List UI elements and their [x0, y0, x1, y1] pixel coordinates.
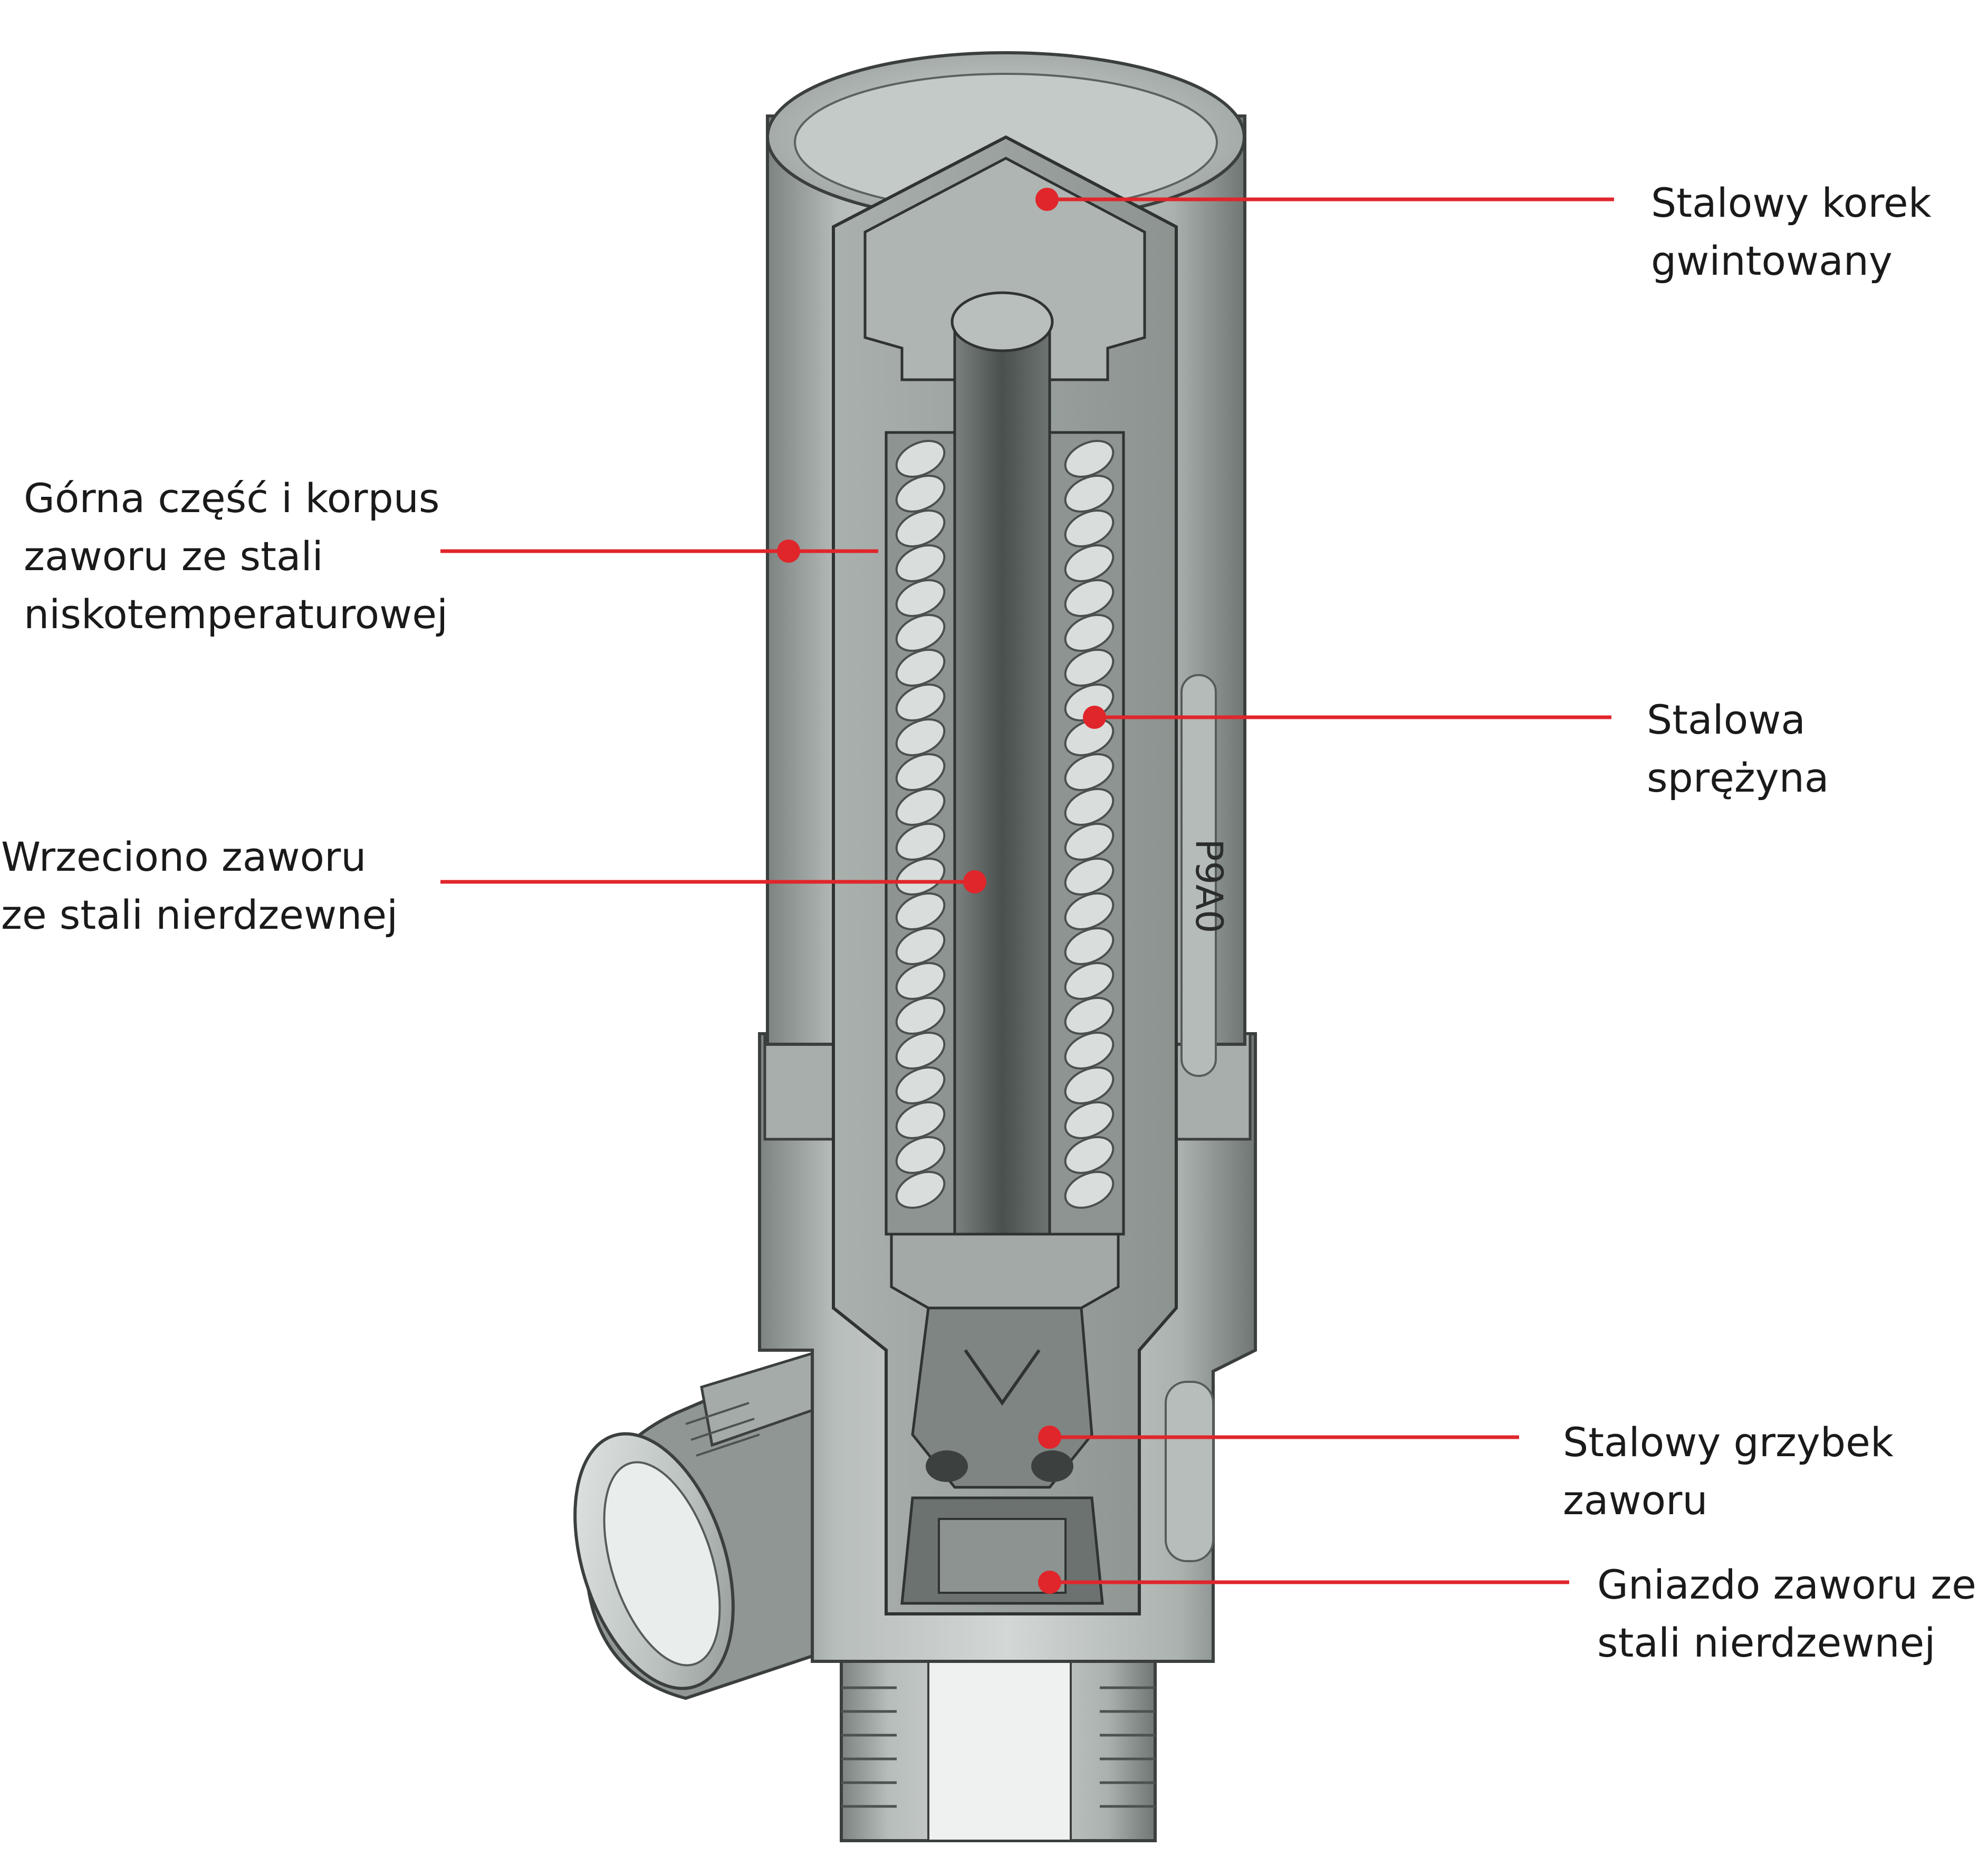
spring-coil: [1064, 788, 1115, 826]
label-line: zaworu ze stali: [24, 533, 323, 580]
outlet-thread: [685, 1402, 760, 1457]
spring-coil: [895, 1136, 946, 1174]
label-valve-body: Górna część i korpus zaworu ze stali nis…: [24, 469, 448, 643]
label-line: Stalowy grzybek: [1563, 1419, 1894, 1466]
threaded-plug: [863, 157, 1146, 381]
spring-coil: [1064, 718, 1115, 756]
spring-coil: [895, 440, 946, 478]
label-line: niskotemperaturowej: [24, 591, 448, 638]
leader-spring-marker: [1083, 706, 1106, 729]
label-threaded-plug: Stalowy korek gwintowany: [1651, 174, 1932, 290]
label-line: Górna część i korpus: [24, 475, 440, 522]
label-line: Stalowa: [1647, 696, 1806, 743]
spring-coil: [1064, 927, 1115, 965]
label-line: stali nierdzewnej: [1597, 1619, 1936, 1666]
spring-coil: [1064, 858, 1115, 896]
spring-coil: [1064, 1101, 1115, 1139]
spring-coil: [895, 544, 946, 582]
spring-coil: [1064, 823, 1115, 861]
spring-coil: [895, 997, 946, 1035]
spring-coil: [895, 1101, 946, 1139]
spring-coil: [895, 753, 946, 791]
label-line: Wrzeciono zaworu: [1, 833, 367, 880]
spring-coil: [895, 788, 946, 826]
leader-plug-marker: [1035, 188, 1059, 211]
label-valve-stem: Wrzeciono zaworu ze stali nierdzewnej: [1, 828, 398, 944]
spring-coil: [1064, 753, 1115, 791]
spring-coil: [895, 1171, 946, 1209]
spring-coil: [895, 962, 946, 1000]
label-line: Gniazdo zaworu ze: [1597, 1561, 1976, 1608]
leader-lines: [440, 188, 1614, 1594]
leader-stem-marker: [963, 870, 986, 893]
leader-seat-marker: [1038, 1571, 1061, 1594]
spring-coil: [1064, 475, 1115, 513]
side-outlet: [573, 1348, 846, 1700]
spring-coil: [1064, 614, 1115, 652]
spring-coil: [895, 858, 946, 896]
spring-coil: [895, 475, 946, 513]
label-spring: Stalowa sprężyna: [1647, 691, 1829, 807]
leader-disc-marker: [1038, 1426, 1061, 1449]
label-valve-disc: Stalowy grzybek zaworu: [1563, 1413, 1894, 1529]
valve-stem: [953, 315, 1051, 1320]
label-line: gwintowany: [1651, 237, 1893, 284]
label-line: zaworu: [1563, 1477, 1708, 1524]
cutaway-section: [832, 135, 1178, 1615]
label-valve-seat: Gniazdo zaworu ze stali nierdzewnej: [1597, 1556, 1976, 1672]
spring-coil: [895, 614, 946, 652]
spring-coil: [1064, 1136, 1115, 1174]
spring-coil: [1064, 1066, 1115, 1104]
label-line: Stalowy korek: [1651, 179, 1932, 226]
spring-coil: [895, 892, 946, 930]
spring-coil: [895, 684, 946, 721]
spring-coil: [1064, 1171, 1115, 1209]
spring-coil: [1064, 892, 1115, 930]
engraving-text: P9A0: [1187, 839, 1231, 933]
leader-body-marker: [777, 540, 800, 563]
spring-coil: [895, 1032, 946, 1070]
spring-coil: [895, 1066, 946, 1104]
spring-coil: [895, 823, 946, 861]
spring-coils: [895, 440, 1115, 1209]
label-line: ze stali nierdzewnej: [1, 891, 398, 938]
spring-coil: [1064, 579, 1115, 617]
spring-coil: [1064, 1032, 1115, 1070]
spring-coil: [1064, 440, 1115, 478]
spring-coil: [1064, 962, 1115, 1000]
spring-coil: [1064, 649, 1115, 687]
spring-coil: [895, 579, 946, 617]
spring-coil: [895, 718, 946, 756]
label-line: sprężyna: [1647, 754, 1829, 801]
spring-coil: [895, 927, 946, 965]
spring-coil: [1064, 544, 1115, 582]
spring-coil: [1064, 509, 1115, 547]
spring-coil: [1064, 997, 1115, 1035]
spring-coil: [895, 649, 946, 687]
spring-coil: [895, 509, 946, 547]
